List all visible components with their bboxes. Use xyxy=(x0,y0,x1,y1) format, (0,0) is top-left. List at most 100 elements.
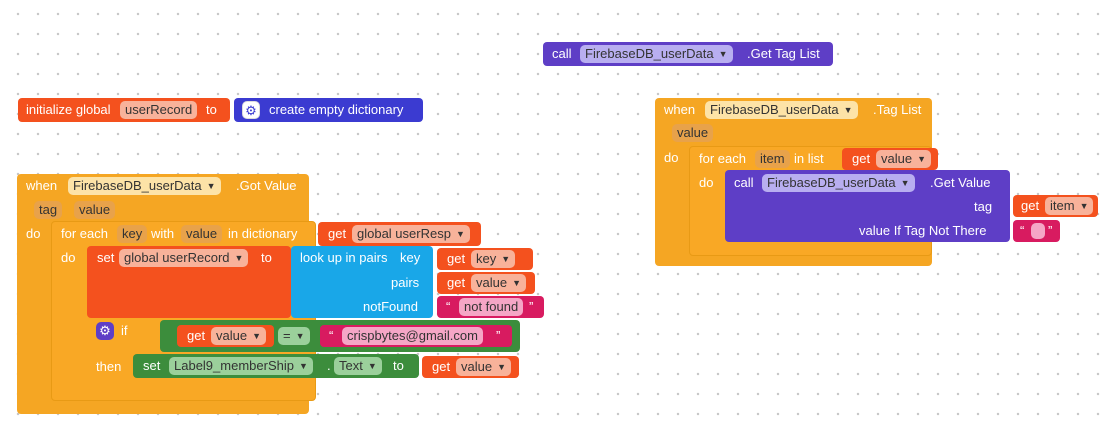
set-global-userrecord-block[interactable]: set global userRecord▼ to xyxy=(87,246,291,318)
chevron-down-icon: ▼ xyxy=(843,105,853,115)
item-dropdown[interactable]: item ▼ xyxy=(1045,197,1094,215)
get-pairs-block[interactable]: get value ▼ xyxy=(437,272,535,294)
call-get-value-block[interactable]: call FirebaseDB_userData▼ .Get Value tag… xyxy=(725,170,1010,242)
chevron-down-icon: ▼ xyxy=(206,181,216,191)
get-if-value-block[interactable]: get value▼ xyxy=(177,325,274,347)
with-keyword: with xyxy=(151,226,175,241)
empty-text-field[interactable] xyxy=(1031,223,1045,239)
do-keyword: do xyxy=(699,175,714,190)
dot-separator: . xyxy=(327,358,331,373)
then-keyword: then xyxy=(96,359,122,374)
open-quote: “ xyxy=(446,299,451,314)
var-name: value xyxy=(881,151,913,166)
open-quote: “ xyxy=(1020,223,1025,238)
event-name: .Tag List xyxy=(873,102,922,117)
global-name-field[interactable]: userRecord xyxy=(120,101,198,119)
var-name: key xyxy=(476,251,497,266)
if-keyword: if xyxy=(121,323,128,338)
get-list-value-block[interactable]: get value▼ xyxy=(842,148,938,170)
chevron-down-icon: ▼ xyxy=(298,361,308,371)
gear-icon[interactable]: ⚙ xyxy=(96,322,114,340)
value-var-field[interactable]: value xyxy=(181,225,223,243)
get-item-block[interactable]: get item ▼ xyxy=(1013,195,1098,217)
var-name: value xyxy=(461,359,493,374)
when-keyword: when xyxy=(26,178,58,193)
get-global-userresp-block[interactable]: get global userResp ▼ xyxy=(318,222,481,246)
event-name: .Got Value xyxy=(236,178,297,193)
global-userresp-dropdown[interactable]: global userResp ▼ xyxy=(352,225,470,243)
component-name: FirebaseDB_userData xyxy=(73,178,202,193)
initialize-global-block[interactable]: initialize global userRecord to xyxy=(18,98,230,122)
chevron-down-icon: ▼ xyxy=(1079,201,1089,211)
close-quote: ” xyxy=(529,299,534,314)
component-name: FirebaseDB_userData xyxy=(767,175,896,190)
component-dropdown[interactable]: FirebaseDB_userData ▼ xyxy=(68,177,221,195)
get-keyword: get xyxy=(1021,198,1040,213)
gear-icon[interactable]: ⚙ xyxy=(242,101,260,119)
component-dropdown[interactable]: FirebaseDB_userData ▼ xyxy=(762,174,915,192)
chevron-down-icon: ▼ xyxy=(900,178,910,188)
set-keyword: set xyxy=(97,250,115,265)
chevron-down-icon: ▼ xyxy=(367,361,377,371)
get-key-block[interactable]: get key▼ xyxy=(437,248,533,270)
email-text-field[interactable]: crispbytes@gmail.com xyxy=(342,327,483,345)
property-dropdown[interactable]: Text ▼ xyxy=(334,357,382,375)
global-userrecord-dropdown[interactable]: global userRecord▼ xyxy=(119,249,249,267)
value-dropdown[interactable]: value▼ xyxy=(876,150,931,168)
chevron-down-icon: ▼ xyxy=(501,254,511,264)
get-keyword: get xyxy=(187,328,206,343)
call-get-tag-list-block[interactable]: call FirebaseDB_userData▼ .Get Tag List xyxy=(543,42,833,66)
foreach-keyword: for each xyxy=(61,226,108,241)
chevron-down-icon: ▼ xyxy=(512,278,521,288)
foreach-keyword: for each xyxy=(699,151,746,166)
property-name: Text xyxy=(339,358,363,373)
component-dropdown[interactable]: FirebaseDB_userData▼ xyxy=(580,45,733,63)
create-empty-dictionary-block[interactable]: ⚙ create empty dictionary xyxy=(234,98,423,122)
get-keyword: get xyxy=(447,275,466,290)
create-dict-label: create empty dictionary xyxy=(269,102,404,117)
value-dropdown[interactable]: value ▼ xyxy=(471,274,526,292)
if-then-block[interactable]: ⚙ if then xyxy=(87,318,128,390)
pairs-label: pairs xyxy=(391,275,420,290)
param-tag[interactable]: tag xyxy=(34,201,63,219)
var-name: global userResp xyxy=(357,226,451,241)
to-keyword: to xyxy=(393,358,404,373)
get-keyword: get xyxy=(432,359,451,374)
call-keyword: call xyxy=(734,175,754,190)
notfound-text-block[interactable]: “ not found ” xyxy=(437,296,544,318)
key-var-field[interactable]: key xyxy=(117,225,148,243)
in-dictionary-label: in dictionary xyxy=(228,226,298,241)
get-keyword: get xyxy=(328,226,347,241)
item-var-field[interactable]: item xyxy=(755,150,790,168)
set-keyword: set xyxy=(143,358,161,373)
value-dropdown[interactable]: value ▼ xyxy=(456,358,511,376)
lookup-in-pairs-block[interactable]: look up in pairs key pairs notFound xyxy=(291,246,433,318)
component-dropdown[interactable]: FirebaseDB_userData▼ xyxy=(705,101,858,119)
var-name: item xyxy=(1050,198,1075,213)
var-name: value xyxy=(476,275,508,290)
chevron-down-icon: ▼ xyxy=(295,331,305,341)
get-then-value-block[interactable]: get value ▼ xyxy=(422,356,519,378)
label9-dropdown[interactable]: Label9_memberShip ▼ xyxy=(169,357,313,375)
chevron-down-icon: ▼ xyxy=(455,229,465,239)
email-text-block[interactable]: “ crispbytes@gmail.com ” xyxy=(320,325,512,347)
init-label: initialize global xyxy=(26,102,111,117)
chevron-down-icon: ▼ xyxy=(497,362,506,372)
key-dropdown[interactable]: key ▼ xyxy=(471,250,516,268)
tag-param-label: tag xyxy=(974,199,993,214)
value-if-tag-not-there-label: value If Tag Not There xyxy=(859,223,987,238)
empty-text-block[interactable]: “ ” xyxy=(1013,220,1060,242)
component-name: Label9_memberShip xyxy=(174,358,294,373)
param-value[interactable]: value xyxy=(74,201,116,219)
param-value[interactable]: value xyxy=(672,124,714,142)
chevron-down-icon: ▼ xyxy=(252,331,261,341)
operator: = xyxy=(283,328,291,343)
when-keyword: when xyxy=(664,102,696,117)
notfound-text-field[interactable]: not found xyxy=(459,298,524,316)
method-name: .Get Tag List xyxy=(747,46,820,61)
set-label-text-block[interactable]: set Label9_memberShip ▼ . Text ▼ to xyxy=(133,354,419,378)
do-keyword: do xyxy=(664,150,679,165)
key-label: key xyxy=(400,250,421,265)
value-dropdown[interactable]: value▼ xyxy=(211,327,266,345)
equals-dropdown[interactable]: =▼ xyxy=(278,327,310,345)
